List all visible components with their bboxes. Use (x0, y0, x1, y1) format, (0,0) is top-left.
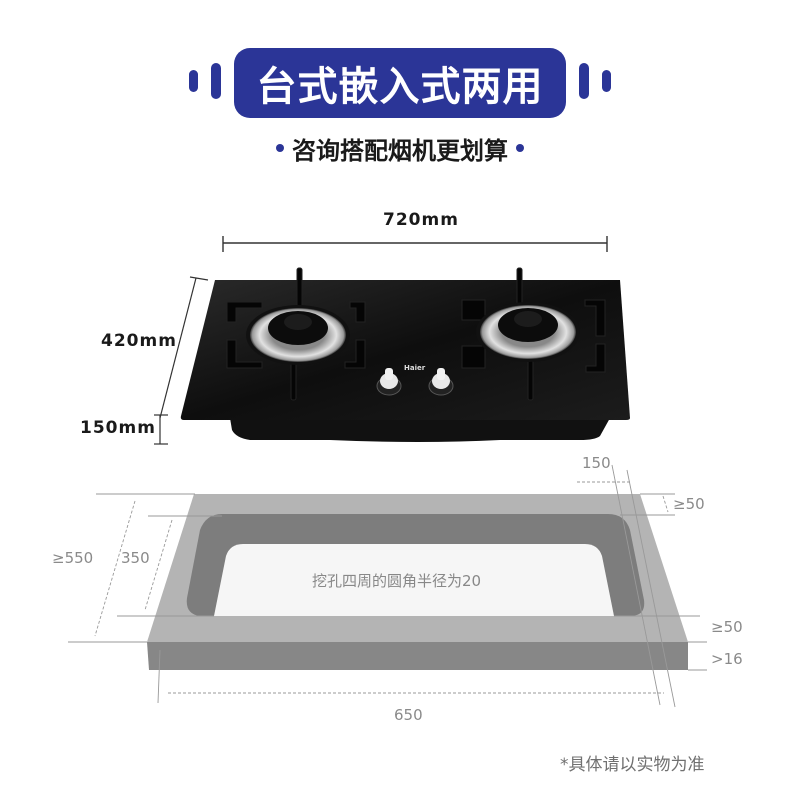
cooktop-base (230, 418, 610, 442)
height-dimension-line (154, 414, 168, 445)
cutout-opening (214, 544, 614, 616)
countertop-cutout-diagram (68, 464, 707, 708)
back-margin-label: ≥50 (673, 495, 705, 513)
brand-logo: Haier (404, 364, 426, 372)
cooktop-illustration (154, 236, 631, 445)
height-dimension-label: 150mm (80, 418, 156, 438)
depth-dimension-line (159, 276, 209, 419)
disclaimer-footnote: *具体请以实物为准 (560, 755, 705, 775)
countertop-front-face (147, 642, 688, 670)
width-dimension-line (222, 236, 608, 252)
decor-bar-left (211, 63, 221, 99)
decor-bar-right (579, 63, 589, 99)
pan-support-right (461, 267, 606, 401)
bullet-right-icon (516, 144, 524, 152)
page-title: 台式嵌入式两用 (234, 48, 566, 118)
cutout-depth-label: 350 (121, 549, 150, 567)
front-margin-label: ≥50 (711, 618, 743, 636)
control-knob-left (376, 368, 402, 396)
control-knob-right (428, 368, 454, 396)
thickness-label: >16 (711, 650, 743, 668)
cutout-width-label: 650 (394, 706, 423, 724)
bullet-left-icon (276, 144, 284, 152)
burner-right (476, 302, 580, 362)
corner-radius-note: 挖孔四周的圆角半径为20 (312, 572, 482, 590)
decor-dot-right-small (602, 70, 611, 92)
subtitle-text: 咨询搭配烟机更划算 (292, 136, 508, 165)
countertop-depth-label: ≥550 (52, 549, 94, 567)
corner-offset-label: 150 (582, 454, 611, 472)
subtitle: 咨询搭配烟机更划算 (0, 130, 800, 166)
burner-left (246, 305, 350, 365)
decor-dot-left-small (189, 70, 198, 92)
depth-dimension-label: 420mm (101, 331, 177, 351)
width-dimension-label: 720mm (383, 210, 459, 230)
